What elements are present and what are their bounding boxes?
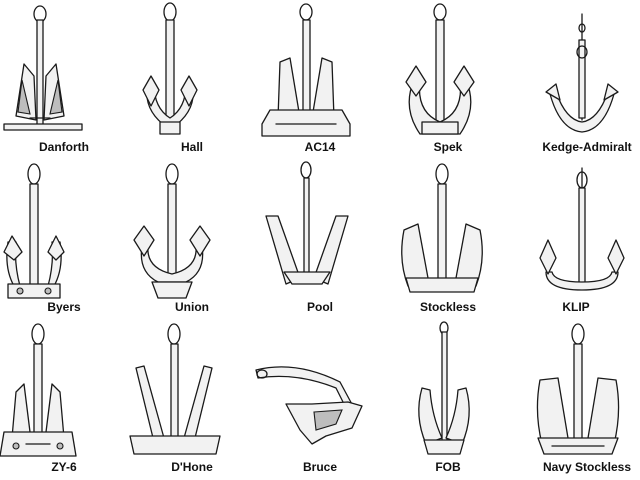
kedge-admiralty-drawing <box>512 0 640 140</box>
anchor-union: Union <box>128 160 256 320</box>
anchor-label: Spek <box>433 140 463 154</box>
anchor-label: Bruce <box>302 460 337 474</box>
anchor-danforth: Danforth <box>0 0 128 160</box>
anchor-hall: Hall <box>128 0 256 160</box>
anchor-klip: KLIP <box>512 160 640 320</box>
pool-drawing <box>256 160 384 300</box>
anchor-label: Byers <box>47 300 81 314</box>
anchor-byers: Byers <box>0 160 128 320</box>
byers-drawing <box>0 160 128 300</box>
anchor-navy-stockless: Navy Stockless <box>512 320 640 480</box>
anchor-kedge-admiralty: Kedge-Admiralt <box>512 0 640 160</box>
anchor-label: KLIP <box>562 300 590 314</box>
anchor-label: Pool <box>307 300 333 314</box>
anchor-label: D'Hone <box>171 460 213 474</box>
anchor-fob: FOB <box>384 320 512 480</box>
anchor-label: ZY-6 <box>51 460 77 474</box>
anchor-label: FOB <box>435 460 461 474</box>
spek-drawing <box>384 0 512 140</box>
union-drawing <box>128 160 256 300</box>
anchor-zy-6: ZY-6 <box>0 320 128 480</box>
danforth-drawing <box>0 0 128 140</box>
dhone-drawing <box>128 320 256 460</box>
navy-stockless-drawing <box>512 320 640 460</box>
anchor-spek: Spek <box>384 0 512 160</box>
anchor-stockless: Stockless <box>384 160 512 320</box>
klip-drawing <box>512 160 640 300</box>
bruce-drawing <box>256 320 384 460</box>
anchor-label: AC14 <box>304 140 336 154</box>
zy-6-drawing <box>0 320 128 460</box>
anchor-label: Navy Stockless <box>542 460 632 474</box>
anchor-label: Stockless <box>419 300 477 314</box>
anchor-label: Danforth <box>39 140 89 154</box>
anchor-dhone: D'Hone <box>128 320 256 480</box>
stockless-drawing <box>384 160 512 300</box>
anchor-ac14: AC14 <box>256 0 384 160</box>
anchor-pool: Pool <box>256 160 384 320</box>
anchor-label: Union <box>175 300 209 314</box>
anchor-bruce: Bruce <box>256 320 384 480</box>
ac14-drawing <box>256 0 384 140</box>
anchor-label: Kedge-Admiralt <box>542 140 632 154</box>
hall-drawing <box>128 0 256 140</box>
fob-drawing <box>384 320 512 460</box>
anchor-label: Hall <box>180 140 203 154</box>
